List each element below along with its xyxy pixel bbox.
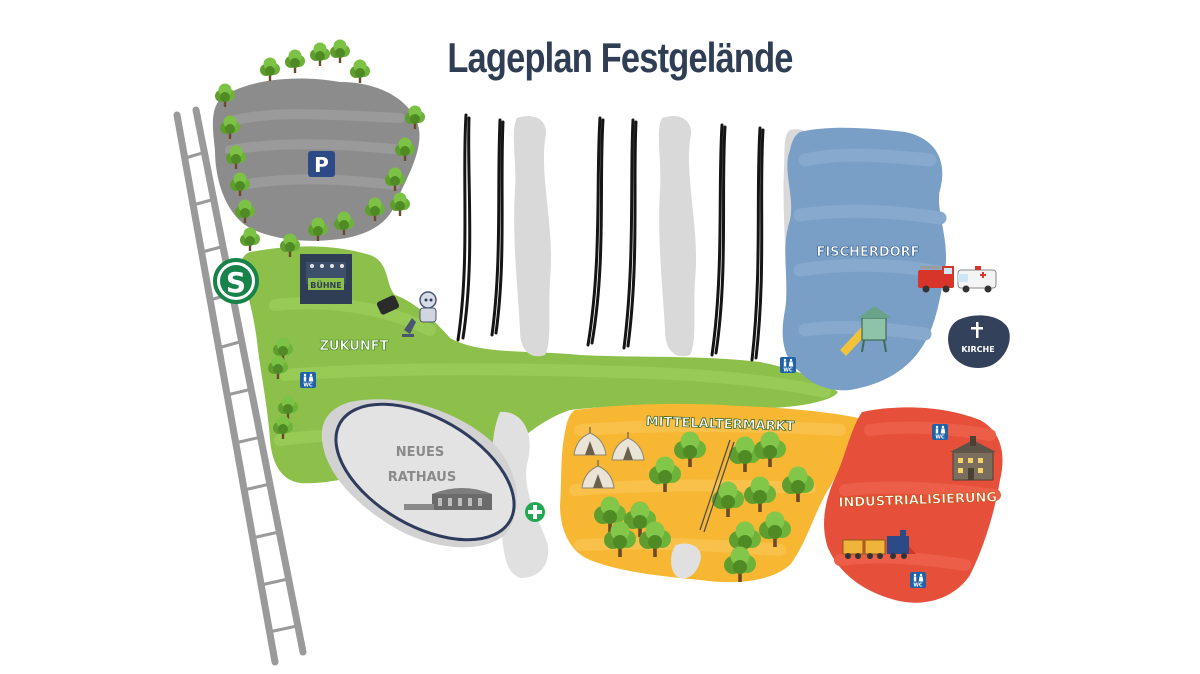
stage-icon[interactable]: BÜHNE bbox=[300, 254, 352, 304]
svg-text:WC: WC bbox=[303, 383, 313, 389]
rathaus-label-line2: RATHAUS bbox=[388, 470, 456, 485]
svg-text:WC: WC bbox=[935, 435, 945, 441]
toilet-icon: WC bbox=[932, 424, 948, 441]
first-aid-icon[interactable] bbox=[525, 502, 545, 522]
church-label: KIRCHE bbox=[961, 345, 994, 354]
svg-text:WC: WC bbox=[783, 368, 793, 374]
robot-icon bbox=[376, 291, 437, 337]
stage-label: BÜHNE bbox=[310, 280, 341, 290]
ambulance-icon bbox=[957, 266, 997, 293]
industrialisierung-label: INDUSTRIALISIERUNG bbox=[838, 490, 997, 511]
fischerdorf-label: FISCHERDORF bbox=[816, 245, 919, 260]
festival-field bbox=[456, 113, 814, 362]
toilet-icon: WC bbox=[300, 372, 316, 389]
page-title: Lageplan Festgelände bbox=[447, 34, 793, 81]
church-area[interactable]: KIRCHE bbox=[948, 315, 1010, 369]
mittelaltermarkt-label: MITTELALTERMARKT bbox=[645, 414, 794, 434]
factory-icon bbox=[950, 436, 996, 481]
rathaus-label-line1: NEUES bbox=[396, 445, 445, 460]
toilet-icon: WC bbox=[910, 572, 926, 589]
sbahn-label: S bbox=[226, 266, 246, 299]
zukunft-label: ZUKUNFT bbox=[319, 339, 388, 354]
train-icon bbox=[842, 530, 916, 559]
svg-text:WC: WC bbox=[913, 583, 923, 589]
rathaus-building-icon bbox=[404, 488, 492, 510]
parking-sign: P bbox=[308, 151, 335, 177]
sbahn-station[interactable]: S bbox=[213, 258, 259, 304]
parking-label: P bbox=[314, 153, 329, 177]
path-grey bbox=[492, 411, 549, 578]
neues-rathaus[interactable]: NEUES RATHAUS bbox=[313, 376, 537, 568]
toilet-icon: WC bbox=[780, 357, 796, 374]
playground-icon bbox=[840, 306, 892, 356]
fire-truck-icon bbox=[918, 266, 954, 293]
railway-tracks bbox=[173, 106, 307, 666]
